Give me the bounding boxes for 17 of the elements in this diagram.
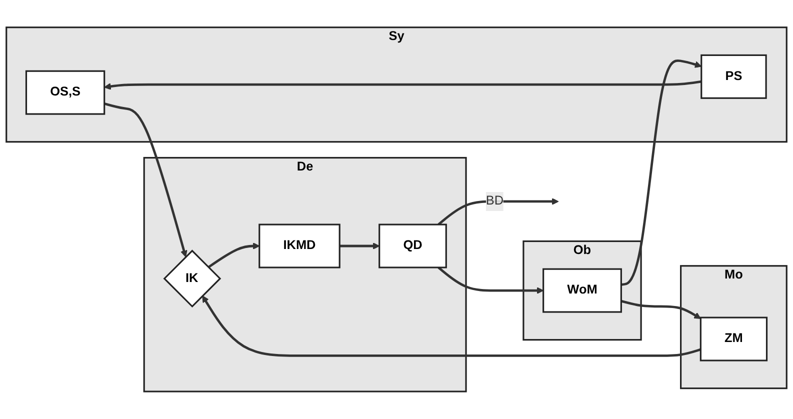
arrow bbox=[208, 242, 260, 268]
node-box: OS,S bbox=[25, 70, 106, 115]
node-box: QD bbox=[378, 224, 447, 268]
node-diamond: IK bbox=[163, 250, 222, 308]
arrow bbox=[621, 60, 702, 286]
node-box: WoM bbox=[542, 268, 622, 313]
arrow bbox=[104, 80, 702, 90]
edge-label: BD bbox=[486, 194, 504, 208]
arrow bbox=[202, 296, 702, 357]
arrow bbox=[438, 198, 559, 226]
node-box: PS bbox=[700, 54, 767, 99]
arrow bbox=[620, 300, 701, 320]
node-box: ZM bbox=[700, 316, 768, 362]
arrow bbox=[104, 102, 188, 258]
node-box: IKMD bbox=[258, 224, 340, 268]
arrow bbox=[438, 266, 544, 294]
arrow bbox=[340, 242, 380, 250]
